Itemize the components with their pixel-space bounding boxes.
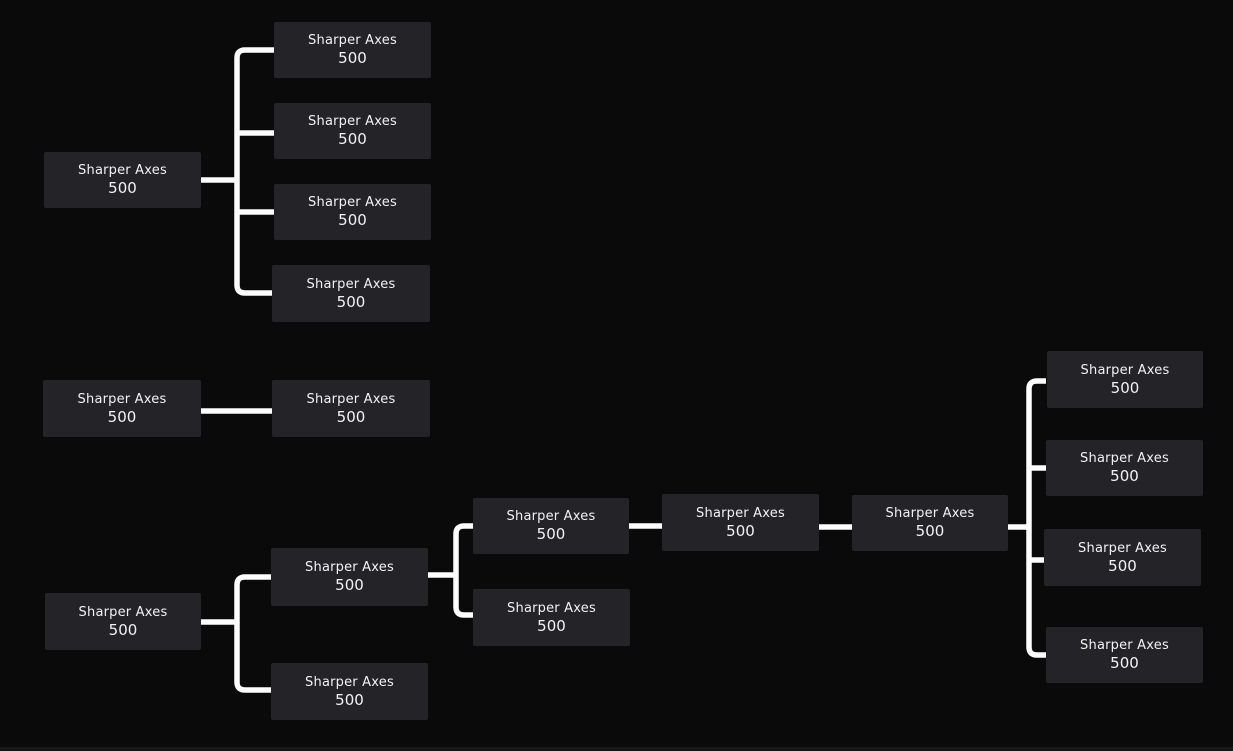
node-title: Sharper Axes [1078,540,1167,556]
node-value: 500 [108,179,137,197]
tree-node-g-1[interactable]: Sharper Axes 500 [1047,351,1203,408]
tree-node-g-3[interactable]: Sharper Axes 500 [1044,529,1201,586]
tree-node-c-1[interactable]: Sharper Axes 500 [271,548,428,606]
tree-node-c-1-2[interactable]: Sharper Axes 500 [473,589,630,646]
tree-node-a-root[interactable]: Sharper Axes 500 [44,152,201,208]
node-value: 500 [338,130,367,148]
connector-g-bracket [1026,378,1046,658]
connector-a-bracket [234,47,274,296]
tree-node-c-1-1[interactable]: Sharper Axes 500 [473,498,629,554]
connector-d-bracket [453,523,473,618]
node-title: Sharper Axes [308,33,397,48]
node-value: 500 [1108,556,1137,575]
node-value: 500 [335,690,364,709]
tree-node-c-root[interactable]: Sharper Axes 500 [45,593,201,650]
node-value: 500 [335,576,364,594]
node-title: Sharper Axes [306,276,396,292]
tree-node-a-4[interactable]: Sharper Axes 500 [272,265,430,322]
node-title: Sharper Axes [885,506,975,521]
node-title: Sharper Axes [1080,638,1169,653]
tree-node-c-2[interactable]: Sharper Axes 500 [271,663,428,720]
tree-node-a-2[interactable]: Sharper Axes 500 [274,103,431,159]
tree-node-c-1-1-1-1[interactable]: Sharper Axes 500 [852,495,1008,551]
node-title: Sharper Axes [78,163,167,178]
node-value: 500 [1110,467,1139,485]
node-value: 500 [726,521,755,540]
node-title: Sharper Axes [308,195,397,210]
tree-node-b-root[interactable]: Sharper Axes 500 [43,380,201,437]
node-title: Sharper Axes [77,391,167,407]
tree-node-g-4[interactable]: Sharper Axes 500 [1046,627,1203,683]
node-title: Sharper Axes [305,560,394,575]
node-title: Sharper Axes [506,509,596,524]
tree-node-c-1-1-1[interactable]: Sharper Axes 500 [662,494,819,551]
tree-node-a-1[interactable]: Sharper Axes 500 [274,22,431,78]
node-title: Sharper Axes [78,604,168,620]
tree-node-g-2[interactable]: Sharper Axes 500 [1046,440,1203,496]
tree-node-b-1[interactable]: Sharper Axes 500 [272,380,430,437]
node-value: 500 [336,292,366,311]
node-value: 500 [1110,654,1139,672]
node-value: 500 [537,616,566,635]
node-title: Sharper Axes [306,391,396,407]
node-value: 500 [338,49,367,67]
node-title: Sharper Axes [308,114,397,129]
node-title: Sharper Axes [507,600,596,616]
node-value: 500 [107,407,137,426]
node-title: Sharper Axes [696,505,785,521]
node-value: 500 [536,525,566,543]
node-title: Sharper Axes [1080,362,1170,378]
node-title: Sharper Axes [305,674,394,690]
connector-c-bracket [234,574,271,693]
node-value: 500 [1110,378,1140,397]
node-title: Sharper Axes [1080,451,1169,466]
node-value: 500 [915,522,945,540]
node-value: 500 [336,407,366,426]
node-value: 500 [338,211,367,229]
bottom-edge-strip [0,747,1233,751]
tree-node-a-3[interactable]: Sharper Axes 500 [274,184,431,240]
node-value: 500 [108,620,138,639]
